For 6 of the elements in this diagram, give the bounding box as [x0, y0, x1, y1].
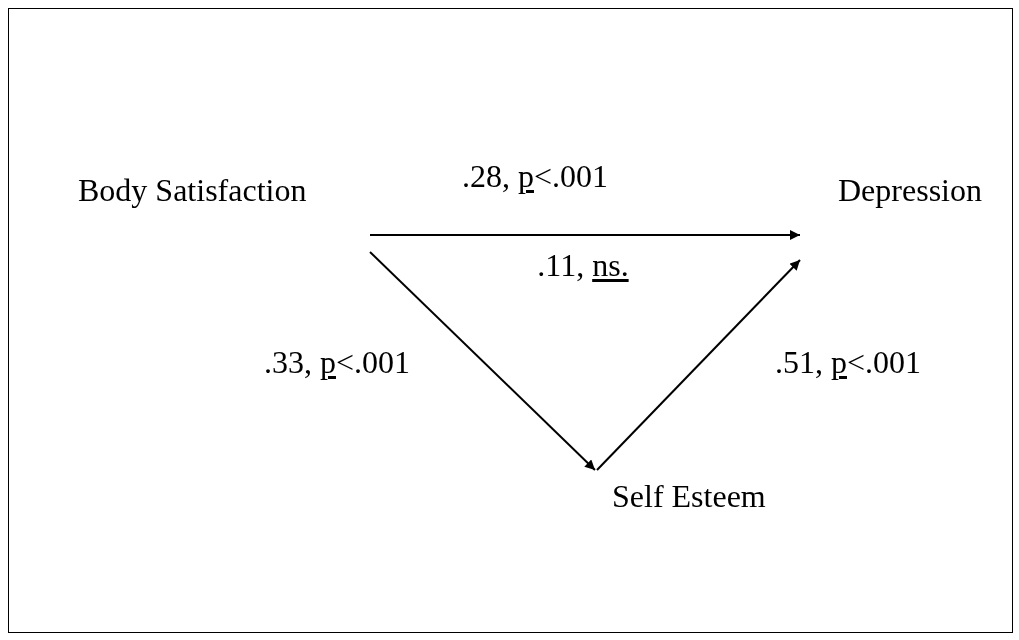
arrow: [369, 251, 596, 471]
arrow: [369, 230, 801, 240]
node-label: Depression: [800, 170, 1010, 265]
node-label: Body Satisfaction: [70, 170, 370, 255]
node-label: Self Esteem: [570, 470, 800, 530]
arrow: [596, 259, 801, 471]
